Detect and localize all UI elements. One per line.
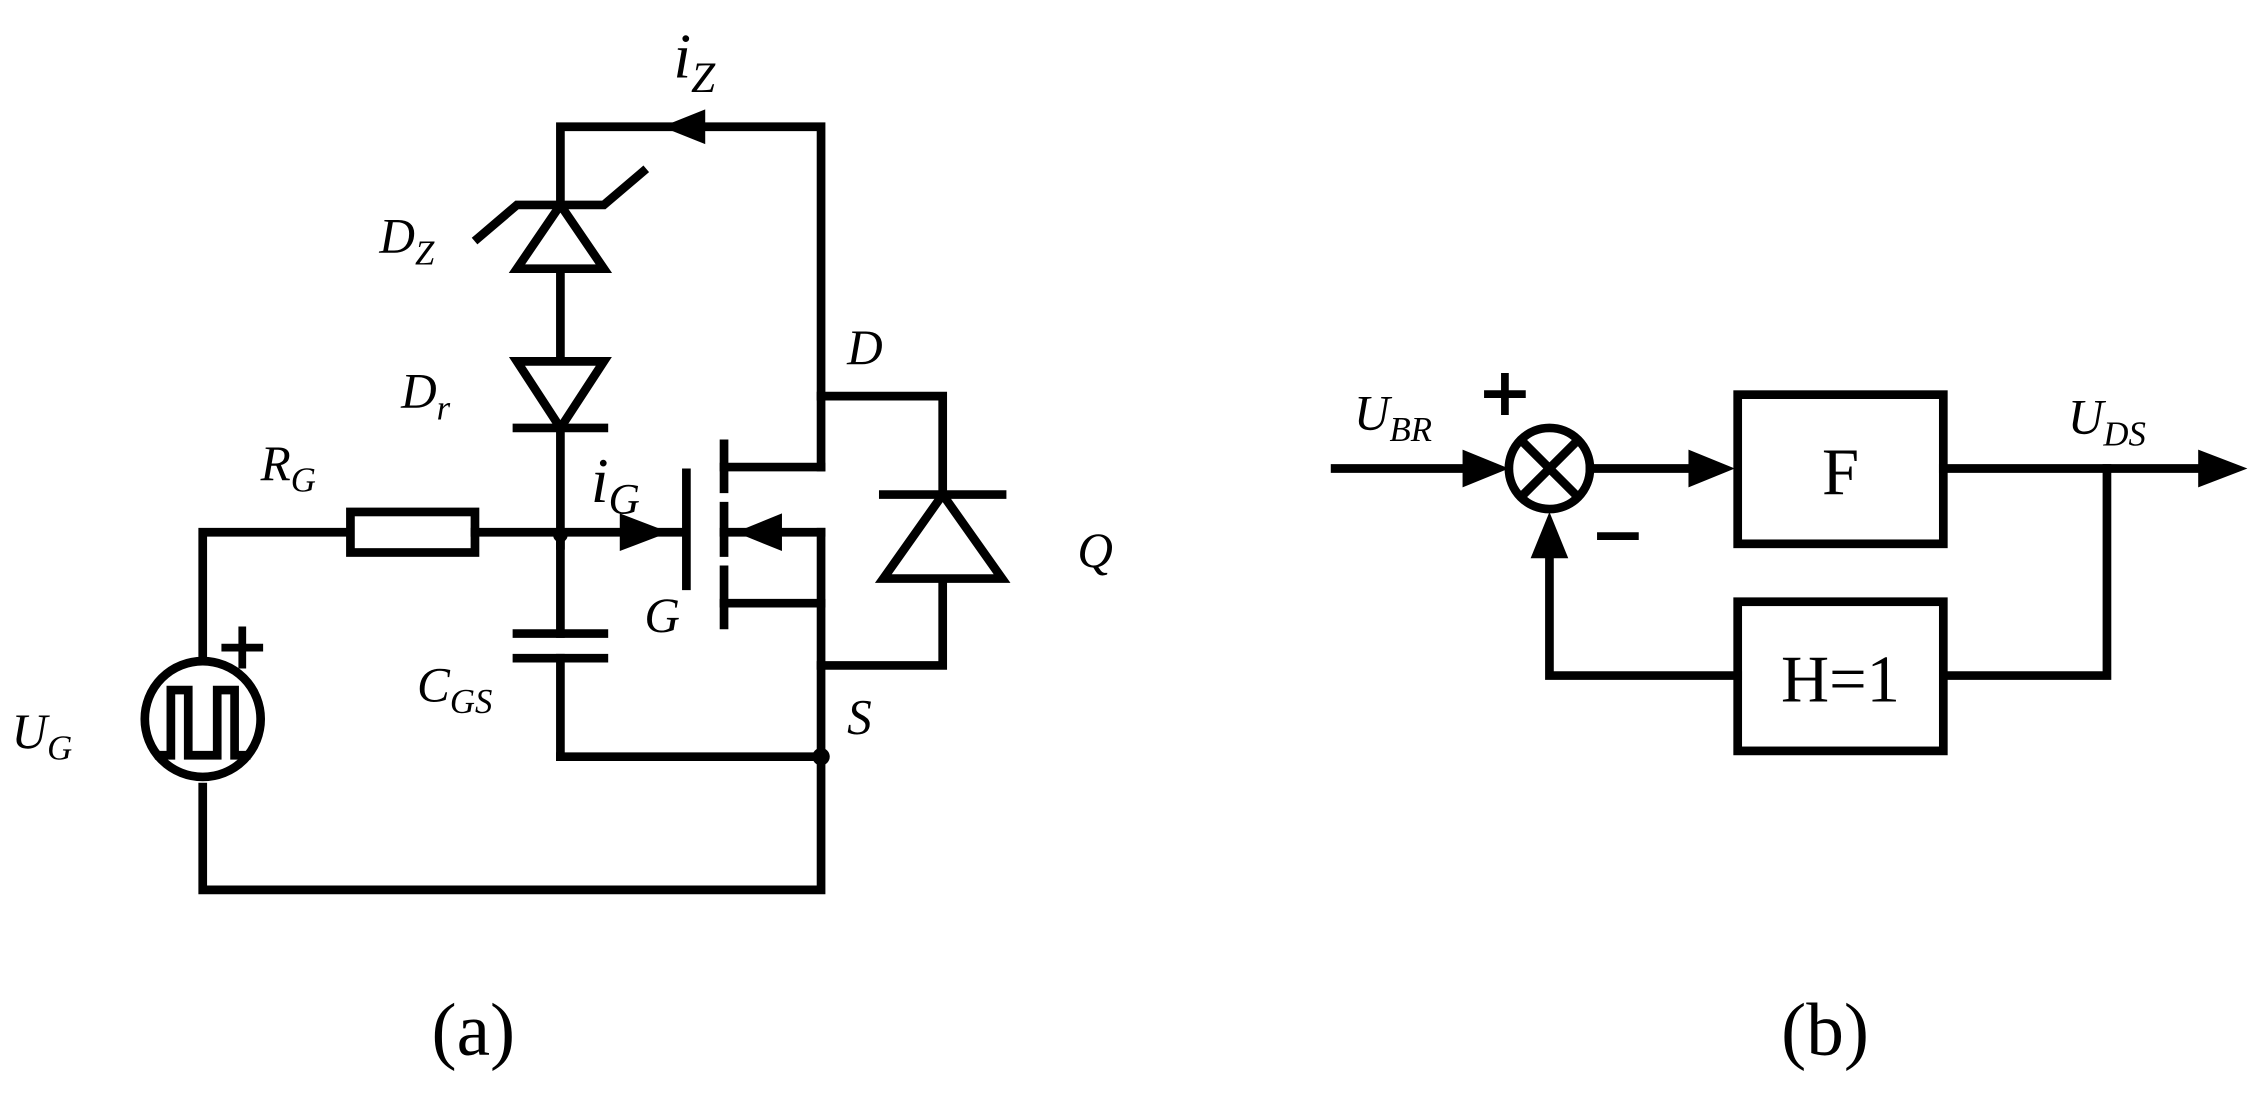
panel-a-circuit: iZ DZ Dr RG iG CGS UG D G S Q + (a) [12, 21, 1113, 1072]
diode-dr [508, 357, 612, 436]
error-arrow [1688, 449, 1735, 488]
pulse-source-ug [140, 656, 265, 782]
feedback-block-label: H=1 [1781, 644, 1900, 717]
label-rg: RG [260, 436, 316, 500]
ig-current-arrow [619, 513, 670, 552]
junction-plus-sign: + [1477, 353, 1533, 431]
return-wire [198, 752, 826, 895]
body-arrow [735, 513, 782, 552]
zener-diode-dz [471, 165, 650, 274]
label-gate: G [644, 588, 680, 643]
label-ig: iG [591, 445, 640, 524]
label-uds: UDS [2068, 390, 2146, 454]
label-drain: D [846, 320, 883, 375]
label-cgs: CGS [417, 658, 492, 722]
summing-junction [1504, 423, 1595, 514]
feedback-left-wire [1545, 548, 1743, 680]
junction-minus-sign: − [1590, 495, 1646, 573]
iz-current-arrow [661, 109, 706, 145]
feedback-arrow [1530, 511, 1569, 559]
feedback-right-wire [1938, 464, 2112, 680]
gate-input-wire [198, 527, 352, 688]
caption-b: (b) [1781, 989, 1869, 1072]
mosfet-q [682, 439, 826, 762]
label-dz: DZ [378, 209, 435, 273]
source-plus-sign: + [214, 606, 270, 684]
label-ubr: UBR [1354, 385, 1432, 449]
body-diode [874, 487, 1011, 583]
panel-b-block-diagram: F H=1 UBR UDS + − (b) [1330, 353, 2248, 1072]
label-mosfet-q: Q [1077, 523, 1113, 578]
label-dr: Dr [400, 364, 451, 428]
output-arrow [2198, 449, 2248, 488]
label-ug: UG [12, 704, 73, 768]
input-arrow [1462, 449, 1509, 488]
label-iz: iZ [673, 21, 716, 102]
label-source: S [847, 690, 872, 745]
gate-resistor-rg [346, 507, 480, 557]
capacitor-cgs [512, 530, 609, 762]
caption-a: (a) [432, 989, 516, 1072]
feedback-block-h [1733, 597, 1948, 756]
forward-block-label: F [1822, 437, 1859, 510]
